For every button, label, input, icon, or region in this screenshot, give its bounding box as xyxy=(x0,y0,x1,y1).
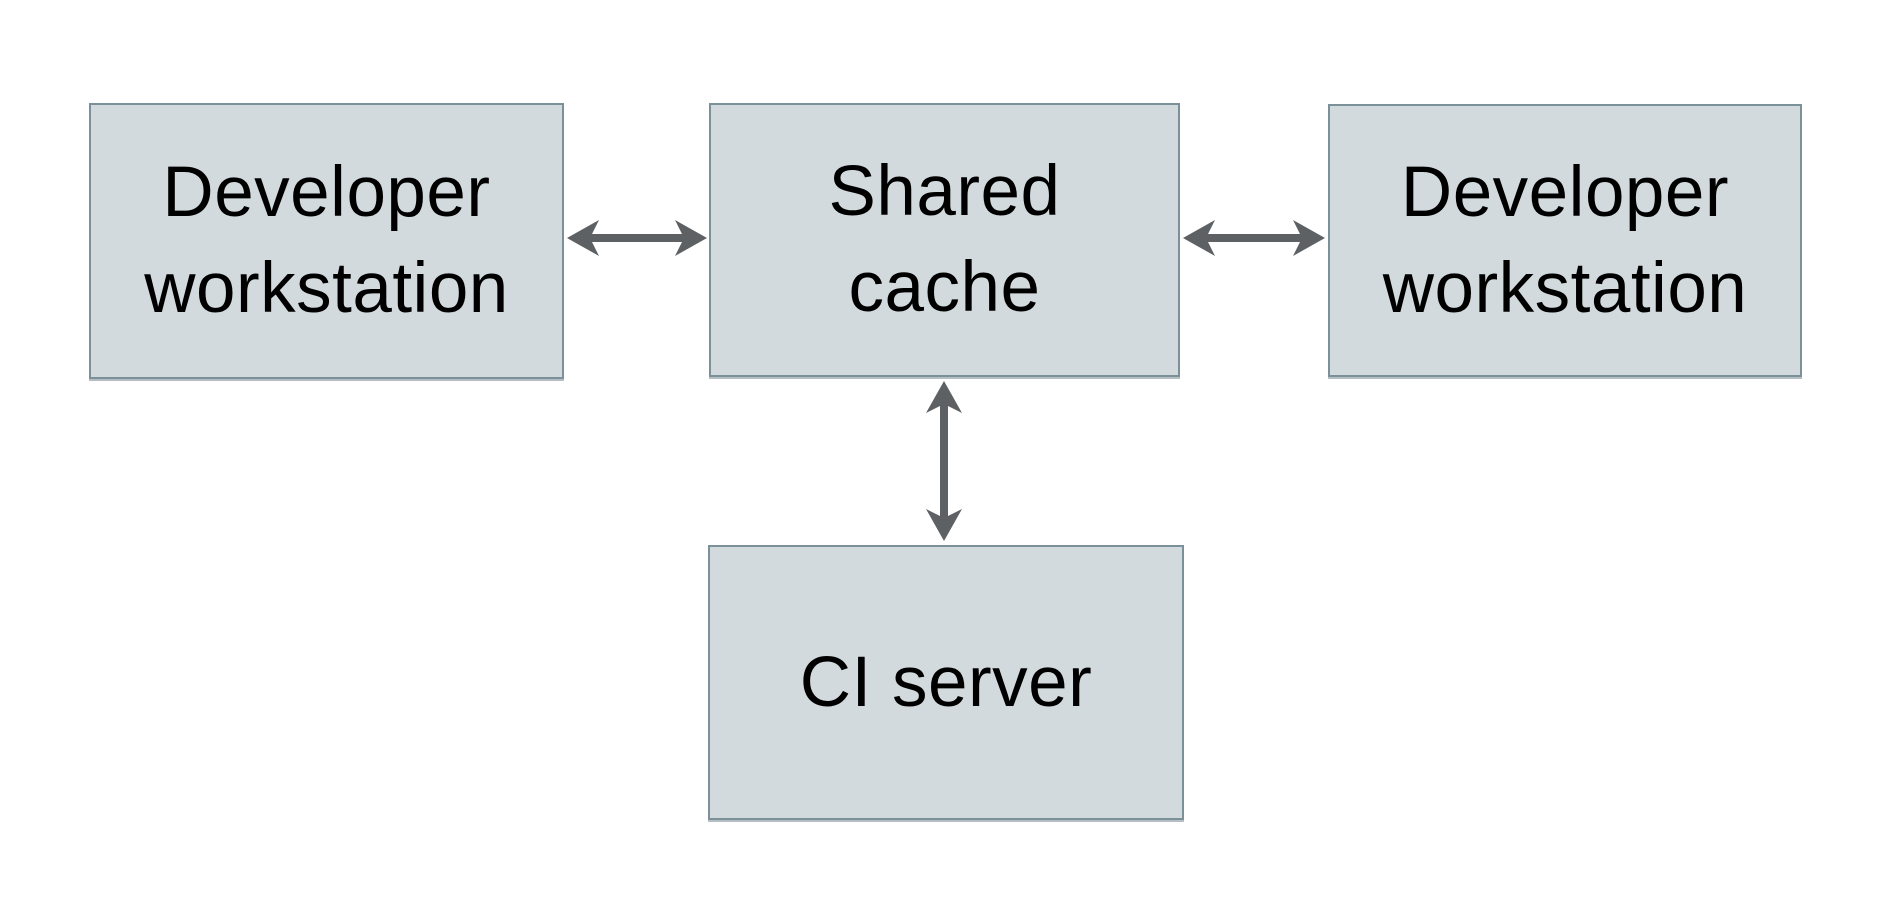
node-label: CI server xyxy=(799,642,1093,722)
bidirectional-arrow-cache-ci-server xyxy=(926,381,962,541)
arrowhead-right-icon xyxy=(675,220,707,256)
node-label: Shared cache xyxy=(828,152,1061,327)
node-label: Developer workstation xyxy=(1382,152,1748,328)
node-developer-workstation-right: Developer workstation xyxy=(1328,104,1802,377)
node-developer-workstation-left: Developer workstation xyxy=(89,103,564,379)
arrowhead-down-icon xyxy=(926,509,962,541)
bidirectional-arrow-left-workstation-cache xyxy=(567,220,707,256)
arrowhead-up-icon xyxy=(926,381,962,413)
bidirectional-arrow-cache-right-workstation xyxy=(1183,220,1325,256)
node-shared-cache: Shared cache xyxy=(709,103,1180,377)
node-ci-server: CI server xyxy=(708,545,1184,820)
arrowhead-left-icon xyxy=(1183,220,1215,256)
node-label: Developer workstation xyxy=(144,153,509,328)
arrowhead-left-icon xyxy=(567,220,599,256)
arrowhead-right-icon xyxy=(1293,220,1325,256)
